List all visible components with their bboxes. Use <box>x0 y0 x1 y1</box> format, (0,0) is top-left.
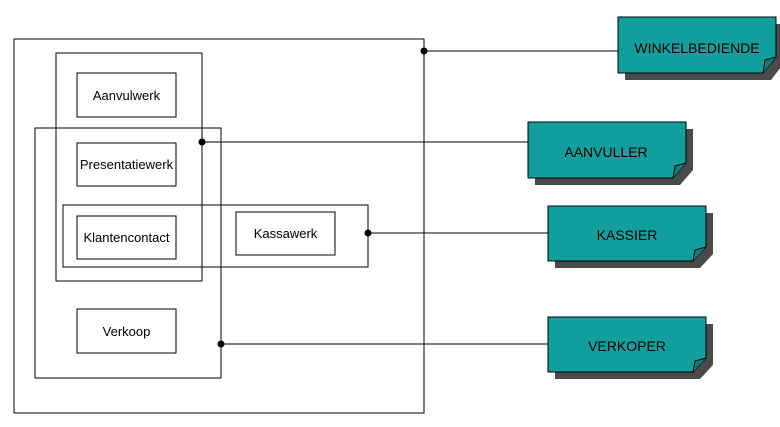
group-verkoper <box>34 127 222 379</box>
task-presentatiewerk-label: Presentatiewerk <box>80 157 174 172</box>
junction-dot-aanvuller <box>198 138 206 146</box>
junction-dot-kassier <box>364 229 372 237</box>
role-verkoper-label: VERKOPER <box>588 338 666 354</box>
task-presentatiewerk: Presentatiewerk <box>76 142 177 187</box>
role-kassier-label: KASSIER <box>597 227 658 243</box>
task-aanvulwerk-label: Aanvulwerk <box>93 88 161 103</box>
role-verkoper: VERKOPER <box>547 316 713 379</box>
task-verkoop-label: Verkoop <box>103 324 151 339</box>
junction-dot-verkoper <box>217 340 225 348</box>
junction-dot-winkelbediende <box>420 47 428 55</box>
role-kassier: KASSIER <box>547 205 713 268</box>
task-verkoop: Verkoop <box>76 308 177 354</box>
role-aanvuller-label: AANVULLER <box>564 144 647 160</box>
group-winkelbediende <box>13 38 425 414</box>
role-winkelbediende: WINKELBEDIENDE <box>617 16 780 80</box>
task-aanvulwerk: Aanvulwerk <box>76 72 177 118</box>
task-kassawerk-label: Kassawerk <box>254 226 318 241</box>
task-klantencontact-label: Klantencontact <box>83 230 169 245</box>
task-klantencontact: Klantencontact <box>76 215 177 260</box>
group-aanvuller <box>55 52 203 282</box>
role-aanvuller: AANVULLER <box>527 121 693 185</box>
task-kassawerk: Kassawerk <box>235 211 336 256</box>
role-winkelbediende-label: WINKELBEDIENDE <box>634 40 759 56</box>
